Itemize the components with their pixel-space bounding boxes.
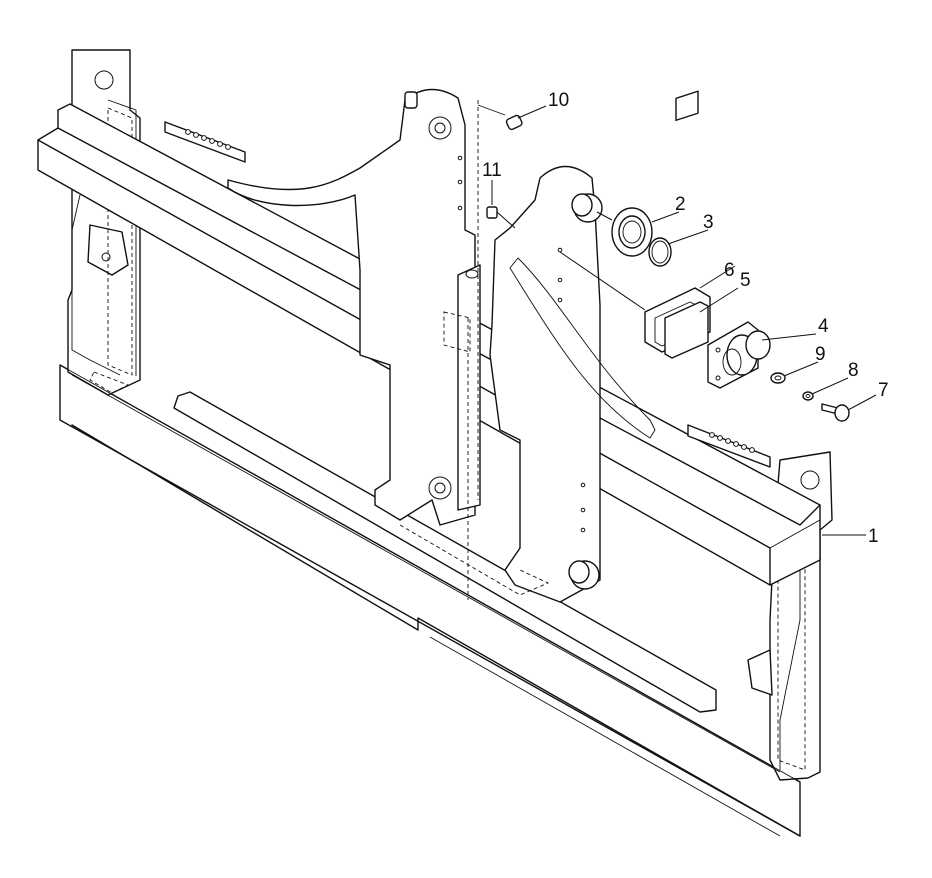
part-4-side-roller (707, 321, 771, 389)
callout-6: 6 (724, 260, 735, 281)
part-9-washer (770, 372, 786, 384)
part-5-adjust-plate (664, 90, 709, 359)
part-2-bearing (596, 207, 653, 257)
callout-11: 11 (482, 160, 502, 181)
callout-labels: 1 2 3 4 5 6 7 8 9 10 11 (482, 90, 889, 547)
label-plate-holes-left (185, 129, 231, 150)
part-7-bolt (821, 403, 850, 422)
callout-9: 9 (815, 344, 826, 365)
callout-1: 1 (868, 526, 879, 547)
callout-3: 3 (703, 212, 714, 233)
callout-8: 8 (848, 360, 859, 381)
leader-lines (491, 105, 877, 536)
label-plate-holes-right (709, 432, 755, 453)
part-11-fitting (486, 206, 516, 229)
part-10-grease-nipple (477, 104, 523, 131)
mast-plates (227, 88, 656, 603)
callout-10: 10 (548, 90, 569, 111)
callout-2: 2 (675, 194, 686, 215)
callout-7: 7 (878, 380, 889, 401)
part-8-lock-washer (802, 391, 814, 401)
part-3-snap-ring (648, 237, 672, 267)
callout-5: 5 (740, 270, 751, 291)
callout-4: 4 (818, 316, 829, 337)
